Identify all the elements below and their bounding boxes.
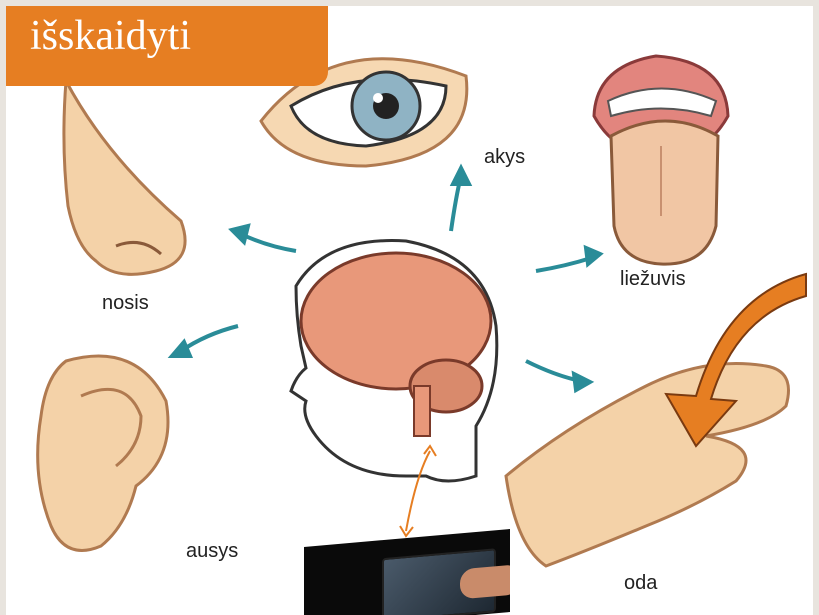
label-nose: nosis [102, 292, 149, 315]
brain-icon [291, 241, 497, 481]
label-skin: oda [624, 572, 657, 595]
label-ears: ausys [186, 540, 238, 563]
ear-icon [38, 356, 168, 551]
page-title: išskaidyti [30, 12, 191, 60]
tongue-icon [594, 56, 728, 264]
label-tongue: liežuvis [620, 268, 686, 291]
title-banner: išskaidyti [6, 6, 328, 86]
label-eyes: akys [484, 146, 525, 169]
nose-icon [64, 81, 185, 274]
hand-icon [506, 364, 789, 567]
slide-panel: akys nosis liežuvis ausys oda išskaidyti [6, 6, 813, 615]
finger [460, 564, 510, 599]
